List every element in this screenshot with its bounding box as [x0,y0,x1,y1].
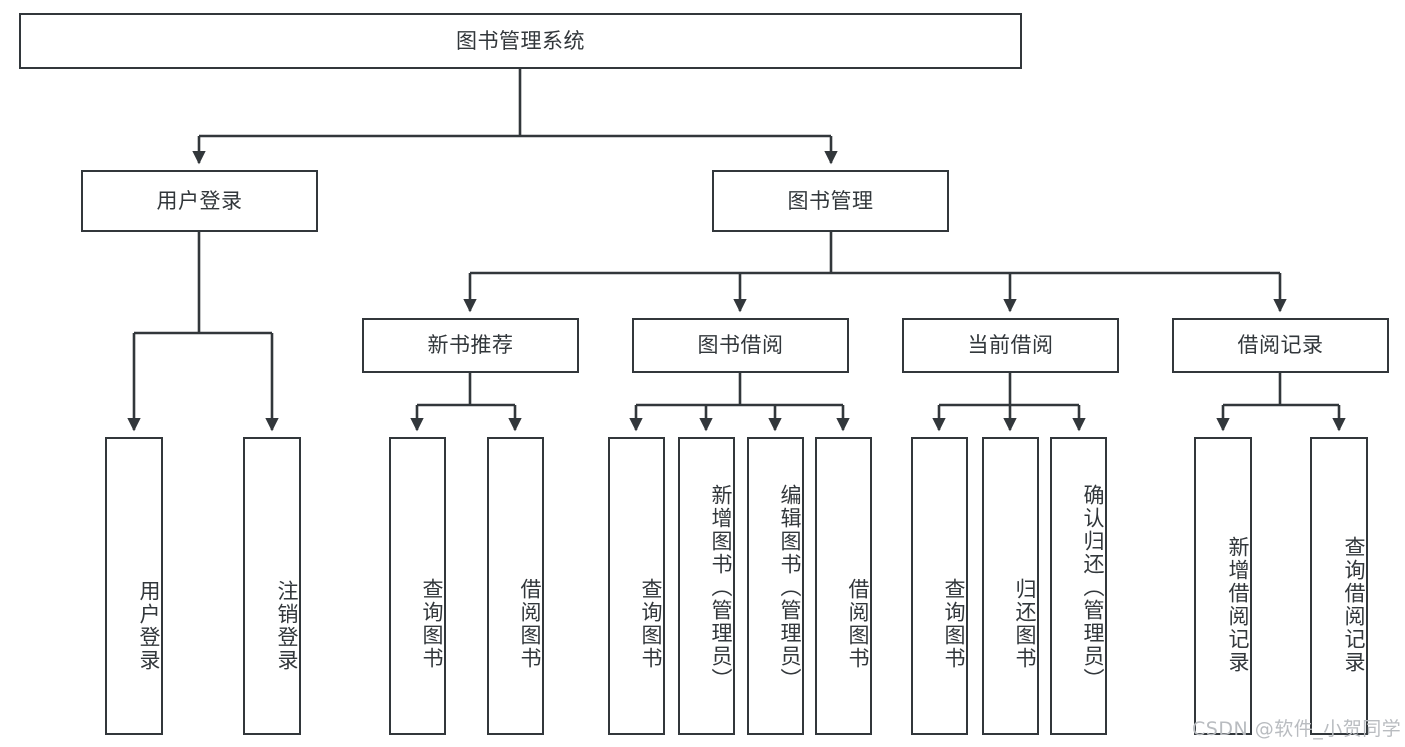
node-leaf-borrow-query[interactable]: 查询图书 [608,437,665,735]
node-leaf-record-query[interactable]: 查询借阅记录 [1310,437,1368,735]
node-user-login[interactable]: 用户登录 [81,170,318,232]
node-book-manage[interactable]: 图书管理 [712,170,949,232]
node-new-book-rec[interactable]: 新书推荐 [362,318,579,373]
node-leaf-user-login-label: 用户登录 [137,580,161,672]
node-leaf-borrow-query-label: 查询图书 [639,578,663,670]
node-leaf-record-add[interactable]: 新增借阅记录 [1194,437,1252,735]
node-book-manage-label: 图书管理 [787,188,874,213]
node-leaf-logout-label: 注销登录 [275,580,299,672]
node-leaf-borrow-add[interactable]: 新增图书（管理员） [678,437,735,735]
node-leaf-rec-borrow-label: 借阅图书 [518,578,542,670]
node-current-borrow-label: 当前借阅 [967,333,1054,358]
node-leaf-borrow-edit-label: 编辑图书（管理员） [778,483,802,691]
node-leaf-current-confirm[interactable]: 确认归还（管理员） [1050,437,1107,735]
node-leaf-current-return[interactable]: 归还图书 [982,437,1039,735]
node-leaf-rec-query[interactable]: 查询图书 [389,437,446,735]
node-leaf-current-query-label: 查询图书 [942,578,966,670]
node-leaf-borrow-lend[interactable]: 借阅图书 [815,437,872,735]
node-new-book-rec-label: 新书推荐 [427,333,514,358]
node-leaf-current-confirm-label: 确认归还（管理员） [1081,483,1105,691]
node-book-borrow-label: 图书借阅 [697,333,784,358]
node-root-label: 图书管理系统 [456,28,585,53]
node-current-borrow[interactable]: 当前借阅 [902,318,1119,373]
node-leaf-borrow-add-label: 新增图书（管理员） [709,483,733,691]
node-book-borrow[interactable]: 图书借阅 [632,318,849,373]
node-leaf-logout[interactable]: 注销登录 [243,437,301,735]
node-borrow-record[interactable]: 借阅记录 [1172,318,1389,373]
node-leaf-rec-query-label: 查询图书 [420,578,444,670]
node-user-login-label: 用户登录 [156,188,243,213]
node-leaf-record-add-label: 新增借阅记录 [1226,536,1250,674]
node-leaf-borrow-lend-label: 借阅图书 [846,578,870,670]
node-leaf-current-query[interactable]: 查询图书 [911,437,968,735]
node-leaf-user-login[interactable]: 用户登录 [105,437,163,735]
node-root[interactable]: 图书管理系统 [19,13,1022,69]
node-leaf-borrow-edit[interactable]: 编辑图书（管理员） [747,437,804,735]
node-leaf-rec-borrow[interactable]: 借阅图书 [487,437,544,735]
node-leaf-record-query-label: 查询借阅记录 [1342,536,1366,674]
node-borrow-record-label: 借阅记录 [1237,333,1324,358]
node-leaf-current-return-label: 归还图书 [1013,578,1037,670]
watermark-text: CSDN @软件_小贺同学 [1192,718,1402,740]
